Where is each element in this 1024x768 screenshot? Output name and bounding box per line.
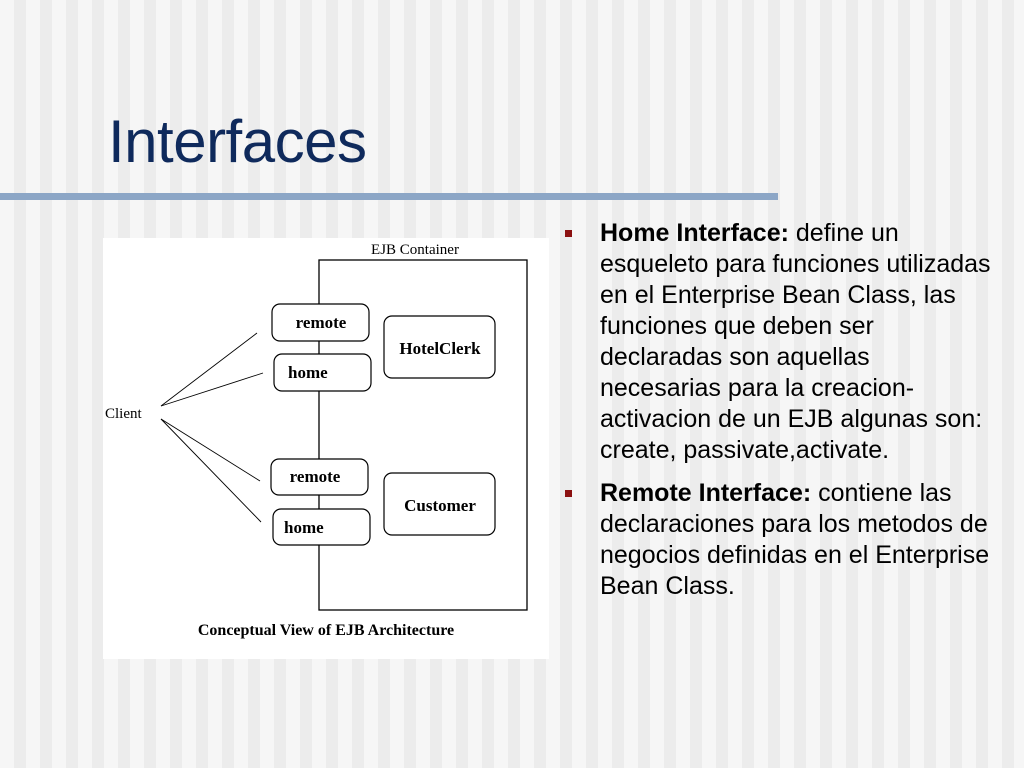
ejb-architecture-diagram: EJB Container Client remote home HotelCl…	[103, 238, 549, 659]
home-interface-box	[272, 508, 371, 546]
connector-line	[160, 332, 258, 407]
title-divider	[0, 193, 778, 200]
bullet-item-home-interface: Home Interface: define un esqueleto para…	[563, 218, 993, 466]
slide-title: Interfaces	[108, 108, 367, 175]
customer-bean-box	[383, 472, 496, 536]
bullet-text: contiene las declaraciones para los meto…	[600, 479, 990, 600]
remote-interface-label: remote	[296, 313, 347, 332]
bullet-term: Home Interface:	[600, 219, 789, 247]
home-interface-box	[273, 353, 372, 392]
ejb-container-box	[318, 259, 528, 611]
client-label: Client	[105, 406, 142, 422]
bullet-list: Home Interface: define un esqueleto para…	[563, 218, 993, 614]
ejb-container-label: EJB Container	[371, 242, 459, 258]
home-interface-label: home	[288, 363, 328, 382]
bullet-text: define un esqueleto para funciones utili…	[600, 219, 991, 464]
connector-line	[160, 372, 264, 407]
remote-interface-box	[270, 458, 369, 496]
remote-interface-box	[271, 303, 370, 342]
hotelclerk-bean-label: HotelClerk	[399, 339, 481, 358]
diagram-caption: Conceptual View of EJB Architecture	[198, 622, 454, 639]
customer-bean-label: Customer	[404, 496, 476, 515]
connector-line	[160, 418, 261, 482]
home-interface-label: home	[284, 518, 324, 537]
bullet-item-remote-interface: Remote Interface: contiene las declaraci…	[563, 478, 993, 602]
bullet-term: Remote Interface:	[600, 479, 812, 507]
square-bullet-icon	[565, 230, 572, 237]
hotelclerk-bean-box	[383, 315, 496, 379]
square-bullet-icon	[565, 490, 572, 497]
diagram-canvas: EJB Container Client remote home HotelCl…	[105, 242, 528, 639]
remote-interface-label: remote	[290, 467, 341, 486]
connector-line	[160, 418, 262, 523]
